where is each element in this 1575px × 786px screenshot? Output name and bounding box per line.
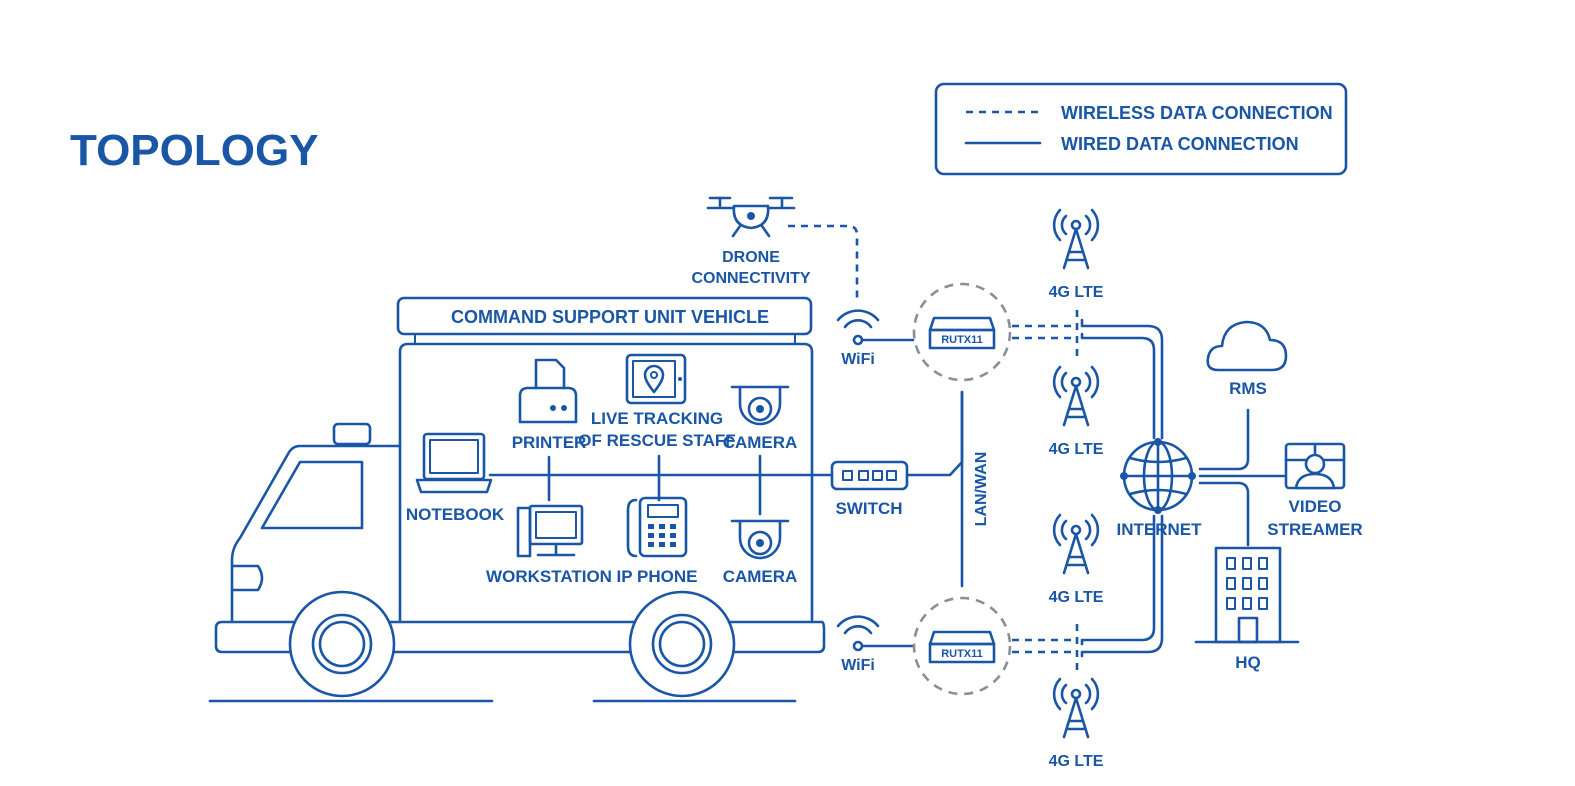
vehicle-cargo-box (398, 342, 814, 622)
ipphone-device: IP PHONE (617, 496, 698, 586)
wifi-top-label: WiFi (841, 351, 875, 368)
camera-top-device: CAMERA (723, 385, 798, 452)
vehicle-beacon (332, 422, 372, 446)
vehicle-title-banner (396, 296, 813, 336)
notebook-label: NOTEBOOK (406, 505, 505, 524)
tracking-tablet-icon (625, 353, 687, 405)
lte-tower-3-label: 4G LTE (1049, 589, 1104, 606)
notebook-device: NOTEBOOK (406, 432, 505, 524)
lte-tower-1-label: 4G LTE (1049, 284, 1104, 301)
workstation-device: WORKSTATION (486, 504, 612, 586)
camera-bottom-label: CAMERA (723, 567, 798, 586)
hq-node: HQ (1194, 546, 1300, 672)
legend-wired-label: WIRED DATA CONNECTION (1061, 134, 1299, 154)
camera-top-label: CAMERA (723, 433, 798, 452)
router-top: RUTX11 (912, 282, 1012, 382)
ipphone-handset-icon (626, 498, 638, 558)
lan-wan-link: LAN/WAN (905, 390, 990, 588)
internet-label: INTERNET (1117, 520, 1203, 539)
router-top-ring (912, 282, 1012, 382)
switch-device: SWITCH (830, 460, 909, 518)
video-label-line1: VIDEO (1289, 497, 1342, 516)
wifi-top: WiFi (836, 309, 915, 368)
building-icon (1214, 546, 1282, 644)
ipphone-icon (638, 496, 688, 558)
wifi-bottom: WiFi (836, 615, 915, 674)
wheel-rear (288, 590, 396, 698)
wifi-top-icon (836, 309, 880, 322)
vehicle-chassis (214, 620, 826, 654)
rms-node: RMS (1206, 320, 1288, 398)
router-top-label: RUTX11 (941, 334, 983, 346)
workstation-label: WORKSTATION (486, 567, 612, 586)
vehicle-cab (230, 444, 402, 622)
router-bottom: RUTX11 (912, 596, 1012, 696)
camera-bottom-device: CAMERA (723, 519, 798, 586)
lte-tower-3: 4G LTE (1049, 513, 1104, 606)
video-label-line2: STREAMER (1267, 520, 1362, 539)
wifi-bottom-label: WiFi (841, 657, 875, 674)
legend: WIRELESS DATA CONNECTION WIRED DATA CONN… (934, 82, 1348, 176)
drone-label-line2: CONNECTIVITY (691, 270, 810, 287)
ipphone-label: IP PHONE (617, 567, 698, 586)
location-pin-icon (643, 364, 665, 394)
wifi-bottom-icon (836, 615, 880, 628)
lte-tower-2-label: 4G LTE (1049, 441, 1104, 458)
lte-tower-2-icon (1052, 365, 1100, 399)
router-bottom-label: RUTX11 (941, 648, 983, 660)
router-bottom-icon (928, 630, 996, 646)
lte-tower-1: 4G LTE (1049, 208, 1104, 301)
printer-icon (534, 358, 566, 390)
lte-tower-3-icon (1052, 513, 1100, 547)
lte-tower-2: 4G LTE (1049, 365, 1104, 458)
router-top-icon (928, 316, 996, 332)
router-lte-wireless-links (1012, 310, 1079, 670)
lan-wan-label: LAN/WAN (973, 452, 990, 527)
tracking-label-line2: OF RESCUE STAFF (578, 431, 735, 450)
lte-tower-4-icon (1052, 677, 1100, 711)
printer-label: PRINTER (512, 433, 587, 452)
drone-label-line1: DRONE (722, 249, 780, 266)
vehicle-internal-wiring (488, 454, 834, 516)
hq-label: HQ (1235, 653, 1261, 672)
page-title: TOPOLOGY (70, 126, 319, 175)
vehicle-window (260, 460, 364, 530)
vehicle: COMMAND SUPPORT UNIT VEHICLE (208, 296, 826, 703)
drone-wireless-link (788, 224, 859, 300)
router-bottom-ring (912, 596, 1012, 696)
cloud-icon (1206, 320, 1288, 372)
lte-tower-4: 4G LTE (1049, 677, 1104, 770)
vehicle-title: COMMAND SUPPORT UNIT VEHICLE (451, 307, 769, 327)
internet-node: INTERNET (1117, 438, 1203, 539)
video-streamer-node: VIDEO STREAMER (1267, 442, 1363, 539)
lte-tower-1-icon (1052, 208, 1100, 242)
workstation-icon (516, 506, 532, 558)
switch-label: SWITCH (835, 499, 902, 518)
lte-tower-4-label: 4G LTE (1049, 753, 1104, 770)
internet-wired-links (1080, 318, 1164, 658)
vehicle-headlight (230, 564, 264, 592)
services-wired-links (1198, 408, 1286, 547)
drone-device: DRONE CONNECTIVITY (691, 196, 811, 287)
rms-label: RMS (1229, 379, 1267, 398)
wheel-front (628, 590, 736, 698)
legend-wireless-label: WIRELESS DATA CONNECTION (1061, 103, 1333, 123)
printer-device: PRINTER (512, 358, 587, 452)
tracking-device: LIVE TRACKING OF RESCUE STAFF (578, 353, 736, 450)
tracking-label-line1: LIVE TRACKING (591, 409, 723, 428)
